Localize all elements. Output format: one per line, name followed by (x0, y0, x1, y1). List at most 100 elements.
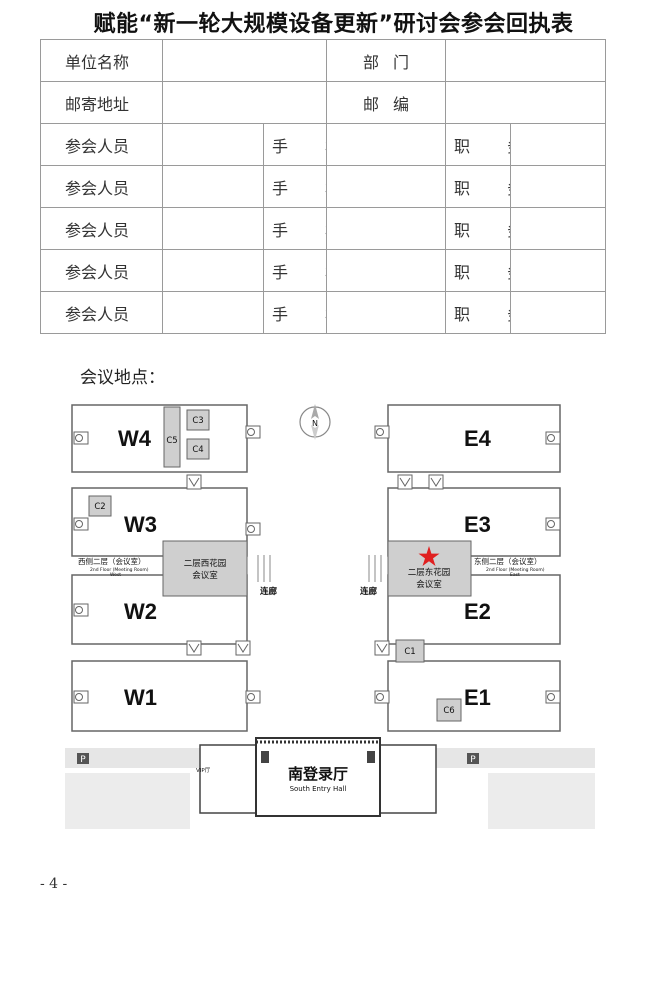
phone-label: 手 机 (263, 165, 327, 208)
east-floor-en: 2nd Floor (Meeting Room) (486, 567, 545, 573)
meeting-location-label: 会议地点： (80, 368, 165, 388)
registration-form-table: 单位名称 部门 邮寄地址 邮编 参会人员 手 机 职 务 参会人员 手 机 职 … (40, 39, 606, 334)
attendee-label: 参会人员 (40, 165, 163, 208)
position-field[interactable] (510, 123, 606, 166)
attendee-row: 参会人员 手 机 职 务 (40, 123, 606, 166)
room-c3 (186, 409, 210, 431)
postcode-label: 邮编 (326, 81, 446, 124)
hall-w2-label: W2 (124, 599, 157, 624)
room-c4-label: C4 (192, 445, 203, 455)
west-floor-en: 2nd Floor (Meeting Room) (90, 567, 149, 573)
org-row: 单位名称 部门 (40, 39, 606, 82)
position-label: 职 务 (445, 207, 511, 250)
west-stairs-icon (257, 555, 271, 582)
hall-w4-label: W4 (118, 426, 152, 451)
room-c6-label: C6 (443, 706, 454, 716)
attendee-name-field[interactable] (162, 249, 264, 292)
room-c5-label: C5 (166, 436, 177, 446)
attendee-label: 参会人员 (40, 249, 163, 292)
room-c1 (395, 639, 425, 663)
position-label: 职 务 (445, 291, 511, 334)
east-stairs-icon (368, 555, 382, 582)
position-field[interactable] (510, 249, 606, 292)
svg-text:N: N (312, 419, 318, 428)
east-parking-lot (488, 773, 595, 829)
east-lift-icon (367, 751, 375, 763)
phone-field[interactable] (326, 249, 446, 292)
address-field[interactable] (162, 81, 327, 124)
phone-field[interactable] (326, 207, 446, 250)
east-floor-en2: East (510, 572, 520, 578)
hall-w1 (71, 660, 248, 732)
position-label: 职 务 (445, 249, 511, 292)
phone-label: 手 机 (263, 249, 327, 292)
east-floor-label: 东侧二层（会议室） (474, 556, 542, 566)
phone-field[interactable] (326, 165, 446, 208)
east-garden-name: 二层东花园 (408, 567, 451, 578)
venue-floor-map: 二层西花园 会议室 二层东花园 会议室 C5 C3 C4 C2 C1 C6 W4… (65, 404, 595, 829)
hall-w4 (71, 404, 248, 473)
parking-icon: P (77, 753, 89, 765)
attendee-row: 参会人员 手 机 职 务 (40, 291, 606, 334)
phone-label: 手 机 (263, 291, 327, 334)
red-star-icon (418, 546, 440, 566)
hall-e1-label: E1 (464, 685, 491, 710)
position-label: 职 务 (445, 165, 511, 208)
svg-text:P: P (80, 755, 86, 765)
svg-text:P: P (470, 755, 476, 765)
parking-icon: P (467, 753, 479, 765)
page-number: - 4 - (40, 876, 68, 892)
entry-hall-en: South Entry Hall (290, 785, 347, 793)
room-c1-label: C1 (404, 647, 415, 657)
form-title: 赋能“新一轮大规模设备更新”研讨会参会回执表 (93, 12, 574, 37)
position-field[interactable] (510, 291, 606, 334)
hall-w3-label: W3 (124, 512, 157, 537)
room-c2 (88, 495, 112, 517)
west-corridor-label: 连廊 (260, 586, 278, 597)
attendee-name-field[interactable] (162, 165, 264, 208)
department-label: 部门 (326, 39, 446, 82)
attendee-name-field[interactable] (162, 207, 264, 250)
hall-e4-label: E4 (464, 426, 492, 451)
department-field[interactable] (445, 39, 606, 82)
position-label: 职 务 (445, 123, 511, 166)
address-row: 邮寄地址 邮编 (40, 81, 606, 124)
room-c3-label: C3 (192, 416, 203, 426)
hall-e4 (387, 404, 561, 473)
east-corridor-label: 连廊 (360, 586, 378, 597)
room-c2-label: C2 (94, 502, 105, 512)
room-c4 (186, 438, 210, 460)
phone-field[interactable] (326, 291, 446, 334)
attendee-row: 参会人员 手 机 职 务 (40, 249, 606, 292)
phone-field[interactable] (326, 123, 446, 166)
postcode-field[interactable] (445, 81, 606, 124)
room-c5 (163, 406, 181, 468)
org-name-field[interactable] (162, 39, 327, 82)
attendee-row: 参会人员 手 机 职 务 (40, 207, 606, 250)
west-garden-name: 二层西花园 (184, 558, 227, 569)
position-field[interactable] (510, 165, 606, 208)
west-floor-label: 西侧二层（会议室） (78, 556, 146, 566)
entry-hall (255, 737, 381, 817)
hall-w1-label: W1 (124, 685, 157, 710)
west-parking-lot (65, 773, 190, 829)
org-name-label: 单位名称 (40, 39, 163, 82)
hall-e1 (387, 660, 561, 732)
west-floor-en2: West (110, 572, 121, 578)
attendee-label: 参会人员 (40, 123, 163, 166)
phone-label: 手 机 (263, 123, 327, 166)
attendee-row: 参会人员 手 机 职 务 (40, 165, 606, 208)
attendee-label: 参会人员 (40, 291, 163, 334)
hall-e2-label: E2 (464, 599, 491, 624)
west-garden-room: 会议室 (192, 570, 218, 581)
hall-e3-label: E3 (464, 512, 491, 537)
phone-label: 手 机 (263, 207, 327, 250)
attendee-label: 参会人员 (40, 207, 163, 250)
compass-icon: N (299, 404, 331, 440)
attendee-name-field[interactable] (162, 291, 264, 334)
position-field[interactable] (510, 207, 606, 250)
attendee-name-field[interactable] (162, 123, 264, 166)
east-garden-room: 会议室 (416, 579, 442, 590)
address-label: 邮寄地址 (40, 81, 163, 124)
west-garden-meeting-room (162, 540, 248, 597)
